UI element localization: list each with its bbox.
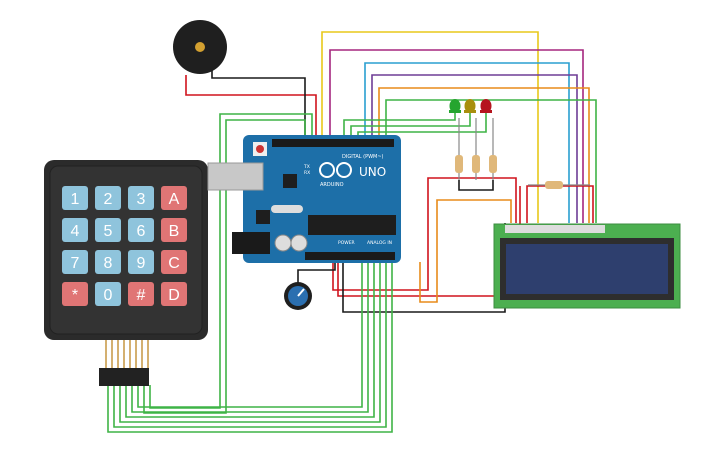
wire-magenta <box>329 49 584 223</box>
wire-resistor-ground <box>458 180 494 191</box>
keypad-key-label: 6 <box>137 223 146 240</box>
power-jack <box>232 232 270 254</box>
keypad-key-label: 3 <box>137 191 146 208</box>
atmega-chip <box>308 215 396 235</box>
leds <box>449 99 492 113</box>
arduino-uno: UNO ARDUINO DIGITAL (PWM~) POWER ANALOG … <box>207 135 401 263</box>
potentiometer <box>284 282 312 310</box>
led <box>449 99 461 113</box>
keypad-key: B <box>161 218 187 242</box>
keypad-key-label: * <box>72 287 78 304</box>
keypad-key: A <box>161 186 187 210</box>
wire-orange-2 <box>419 199 512 303</box>
keypad-key: D <box>161 282 187 306</box>
tx-label: TX <box>303 164 310 170</box>
keypad-key-label: 8 <box>104 255 113 272</box>
keypad-key: * <box>62 282 88 306</box>
wire-yellow <box>321 31 539 223</box>
wire-led-green <box>343 112 456 145</box>
keypad-key: 7 <box>62 250 88 274</box>
led <box>480 99 492 113</box>
rx-label: RX <box>304 170 310 176</box>
keypad-key-label: 7 <box>71 255 80 272</box>
wire-keypad-5 <box>131 262 369 413</box>
wire-keypad-1 <box>107 262 393 433</box>
resistor <box>458 118 590 186</box>
keypad-key-label: 2 <box>104 191 113 208</box>
digital-label: DIGITAL (PWM~) <box>342 154 384 160</box>
wire-buzzer-red <box>185 75 317 145</box>
keypad-key-label: # <box>137 287 146 304</box>
keypad-key-label: C <box>168 255 180 272</box>
keypad: 1 2 3 A 4 5 6 B 7 8 9 C * 0 # D <box>44 160 208 386</box>
arduino-logo <box>319 162 352 178</box>
wire-blue <box>364 62 570 223</box>
lcd-display <box>493 223 681 309</box>
usb-port <box>207 162 264 191</box>
wire-keypad-8 <box>149 113 313 409</box>
wire-purple <box>371 74 578 223</box>
keypad-key-label: 4 <box>71 223 80 240</box>
uno-label: UNO <box>359 165 386 179</box>
keypad-key-label: 5 <box>104 223 113 240</box>
keypad-connector <box>99 368 149 386</box>
keypad-key-label: D <box>168 287 180 304</box>
wire-pot <box>297 262 336 285</box>
keypad-key: 1 <box>62 186 88 210</box>
led <box>464 99 476 113</box>
wire-orange <box>378 87 590 223</box>
keypad-key-label: 0 <box>104 287 113 304</box>
brand-label: ARDUINO <box>320 182 344 188</box>
keypad-key: 2 <box>95 186 121 210</box>
analog-label: ANALOG IN <box>367 240 392 246</box>
keypad-key-label: 1 <box>71 191 80 208</box>
wire-buzzer-black <box>211 68 306 145</box>
keypad-key-label: 9 <box>137 255 146 272</box>
keypad-key: 8 <box>95 250 121 274</box>
keypad-key: 3 <box>128 186 154 210</box>
power-label: POWER <box>338 240 355 246</box>
wire-keypad-6 <box>137 262 363 408</box>
wire-keypad-7 <box>143 119 306 414</box>
keypad-key-label: B <box>169 223 180 240</box>
keypad-key: 4 <box>62 218 88 242</box>
keypad-key: 5 <box>95 218 121 242</box>
wire-power-red <box>332 177 517 291</box>
resistors <box>455 118 590 189</box>
keypad-key-label: A <box>169 191 180 208</box>
keypad-key: C <box>161 250 187 274</box>
wire-green-top <box>385 99 597 223</box>
keypad-key: 0 <box>95 282 121 306</box>
wire-keypad-4 <box>125 262 375 418</box>
wire-keypad-2 <box>113 262 387 428</box>
keypad-key: # <box>128 282 154 306</box>
buzzer <box>173 20 227 74</box>
keypad-key: 6 <box>128 218 154 242</box>
keypad-key: 9 <box>128 250 154 274</box>
wire-keypad-3 <box>119 262 381 423</box>
